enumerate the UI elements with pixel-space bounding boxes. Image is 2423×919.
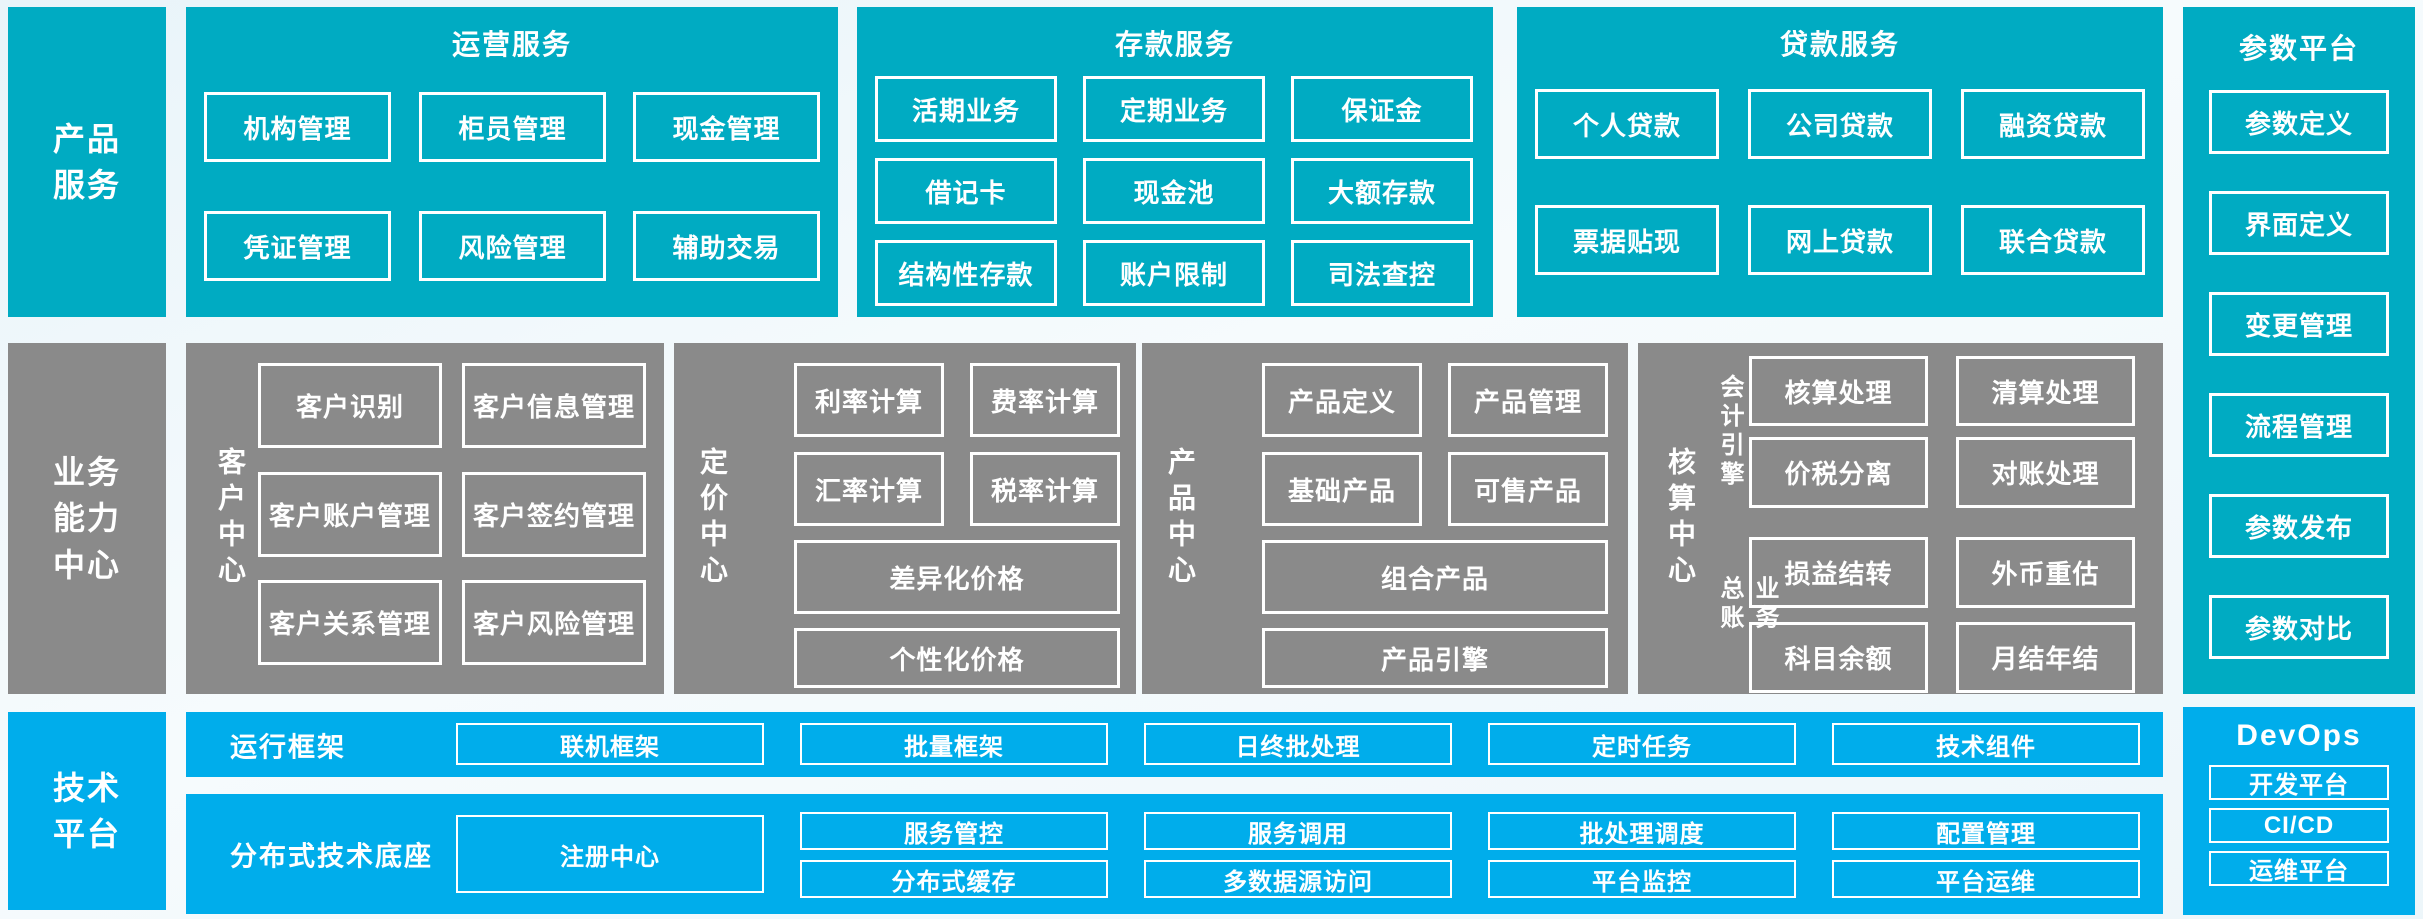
platform-operations-box: 平台运维: [1832, 860, 2140, 898]
interest-rate-calc-box: 利率计算: [794, 363, 944, 437]
multi-datasource-access-box: 多数据源访问: [1144, 860, 1452, 898]
registry-center-box: 注册中心: [456, 815, 764, 893]
rail-product-services: 产品 服务: [8, 7, 166, 317]
online-loan-box: 网上贷款: [1748, 205, 1932, 275]
customer-contract-management-box: 客户签约管理: [462, 472, 646, 557]
runtime-framework-label: 运行框架: [230, 732, 346, 762]
distributed-tech-base-panel: 分布式技术底座 注册中心 服务管控 服务调用 批处理调度 配置管理 分布式缓存 …: [186, 794, 2163, 914]
profit-loss-carryover-box: 损益结转: [1749, 537, 1928, 608]
product-center-panel: 产品中心 产品定义 产品管理 基础产品 可售产品 组合产品 产品引擎: [1142, 343, 1628, 694]
parameter-release-box: 参数发布: [2209, 494, 2389, 558]
corporate-loan-box: 公司贷款: [1748, 89, 1932, 159]
batch-framework-box: 批量框架: [800, 723, 1108, 765]
price-tax-separation-box: 价税分离: [1749, 437, 1928, 508]
parameter-platform-panel: 参数平台 参数定义 界面定义 变更管理 流程管理 参数发布 参数对比: [2183, 7, 2415, 694]
parameter-compare-box: 参数对比: [2209, 595, 2389, 659]
customer-account-management-box: 客户账户管理: [258, 472, 442, 557]
customer-info-management-box: 客户信息管理: [462, 363, 646, 448]
clearing-processing-box: 清算处理: [1956, 356, 2135, 426]
ci-cd-box: CI/CD: [2209, 808, 2389, 843]
rail-business-capability-center: 业务 能力 中心: [8, 343, 166, 694]
reconciliation-processing-box: 对账处理: [1956, 437, 2135, 508]
subject-balance-box: 科目余额: [1749, 622, 1928, 693]
account-restriction-box: 账户限制: [1083, 240, 1265, 306]
customer-center-label: 客户中心: [215, 446, 246, 591]
large-deposit-box: 大额存款: [1291, 158, 1473, 224]
accounting-center-label: 核算中心: [1665, 446, 1696, 591]
devops-title: DevOps: [2236, 719, 2362, 752]
ops-platform-box: 运维平台: [2209, 851, 2389, 886]
parameter-definition-box: 参数定义: [2209, 90, 2389, 154]
deposit-services-panel: 存款服务 活期业务 定期业务 保证金 借记卡 现金池 大额存款 结构性存款 账户…: [857, 7, 1493, 317]
batch-scheduling-box: 批处理调度: [1488, 812, 1796, 850]
accounting-processing-box: 核算处理: [1749, 356, 1928, 426]
product-management-box: 产品管理: [1448, 363, 1608, 437]
differentiated-pricing-box: 差异化价格: [794, 540, 1120, 614]
loan-services-panel: 贷款服务 个人贷款 公司贷款 融资贷款 票据贴现 网上贷款 联合贷款: [1517, 7, 2163, 317]
foreign-currency-revaluation-box: 外币重估: [1956, 537, 2135, 608]
platform-monitoring-box: 平台监控: [1488, 860, 1796, 898]
auxiliary-transactions-box: 辅助交易: [633, 211, 820, 281]
config-management-box: 配置管理: [1832, 812, 2140, 850]
structured-deposit-box: 结构性存款: [875, 240, 1057, 306]
product-engine-box: 产品引擎: [1262, 628, 1608, 688]
personal-loan-box: 个人贷款: [1535, 89, 1719, 159]
ui-definition-box: 界面定义: [2209, 191, 2389, 255]
cash-management-box: 现金管理: [633, 92, 820, 162]
margin-deposit-box: 保证金: [1291, 76, 1473, 142]
customer-identification-box: 客户识别: [258, 363, 442, 448]
sellable-product-box: 可售产品: [1448, 452, 1608, 526]
service-invocation-box: 服务调用: [1144, 812, 1452, 850]
risk-management-box: 风险管理: [419, 211, 606, 281]
operations-services-panel: 运营服务 机构管理 柜员管理 现金管理 凭证管理 风险管理 辅助交易: [186, 7, 838, 317]
exchange-rate-calc-box: 汇率计算: [794, 452, 944, 526]
basic-product-box: 基础产品: [1262, 452, 1422, 526]
time-deposit-box: 定期业务: [1083, 76, 1265, 142]
financing-loan-box: 融资贷款: [1961, 89, 2145, 159]
pricing-center-panel: 定价中心 利率计算 费率计算 汇率计算 税率计算 差异化价格 个性化价格: [674, 343, 1136, 694]
customer-center-panel: 客户中心 客户识别 客户信息管理 客户账户管理 客户签约管理 客户关系管理 客户…: [186, 343, 664, 694]
accounting-engine-label: 会计引擎: [1716, 374, 1743, 490]
distributed-tech-base-label: 分布式技术底座: [230, 841, 433, 872]
bill-discount-box: 票据贴现: [1535, 205, 1719, 275]
voucher-management-box: 凭证管理: [204, 211, 391, 281]
month-year-end-closing-box: 月结年结: [1956, 622, 2135, 693]
personalized-pricing-box: 个性化价格: [794, 628, 1120, 688]
change-management-box: 变更管理: [2209, 292, 2389, 356]
operations-services-title: 运营服务: [451, 29, 572, 60]
rail-technology-platform: 技术 平台: [8, 712, 166, 910]
eod-batch-processing-box: 日终批处理: [1144, 723, 1452, 765]
tech-components-box: 技术组件: [1832, 723, 2140, 765]
customer-risk-management-box: 客户风险管理: [462, 580, 646, 665]
devops-panel: DevOps 开发平台 CI/CD 运维平台: [2183, 707, 2415, 915]
pricing-center-label: 定价中心: [697, 446, 728, 591]
judicial-control-box: 司法查控: [1291, 240, 1473, 306]
service-governance-box: 服务管控: [800, 812, 1108, 850]
fee-rate-calc-box: 费率计算: [970, 363, 1120, 437]
product-center-label: 产品中心: [1165, 446, 1196, 591]
deposit-services-title: 存款服务: [1114, 29, 1235, 60]
teller-management-box: 柜员管理: [419, 92, 606, 162]
scheduled-tasks-box: 定时任务: [1488, 723, 1796, 765]
composite-product-box: 组合产品: [1262, 540, 1608, 614]
syndicated-loan-box: 联合贷款: [1961, 205, 2145, 275]
accounting-center-panel: 核算中心 会计引擎 业务总账 核算处理 清算处理 价税分离 对账处理 损益结转 …: [1638, 343, 2163, 694]
tax-rate-calc-box: 税率计算: [970, 452, 1120, 526]
runtime-framework-panel: 运行框架 联机框架 批量框架 日终批处理 定时任务 技术组件: [186, 712, 2163, 777]
dev-platform-box: 开发平台: [2209, 765, 2389, 800]
institution-management-box: 机构管理: [204, 92, 391, 162]
debit-card-box: 借记卡: [875, 158, 1057, 224]
product-definition-box: 产品定义: [1262, 363, 1422, 437]
parameter-platform-title: 参数平台: [2238, 33, 2359, 64]
online-framework-box: 联机框架: [456, 723, 764, 765]
cash-pool-box: 现金池: [1083, 158, 1265, 224]
loan-services-title: 贷款服务: [1779, 29, 1900, 60]
demand-deposit-box: 活期业务: [875, 76, 1057, 142]
customer-relationship-management-box: 客户关系管理: [258, 580, 442, 665]
distributed-cache-box: 分布式缓存: [800, 860, 1108, 898]
process-management-box: 流程管理: [2209, 393, 2389, 457]
